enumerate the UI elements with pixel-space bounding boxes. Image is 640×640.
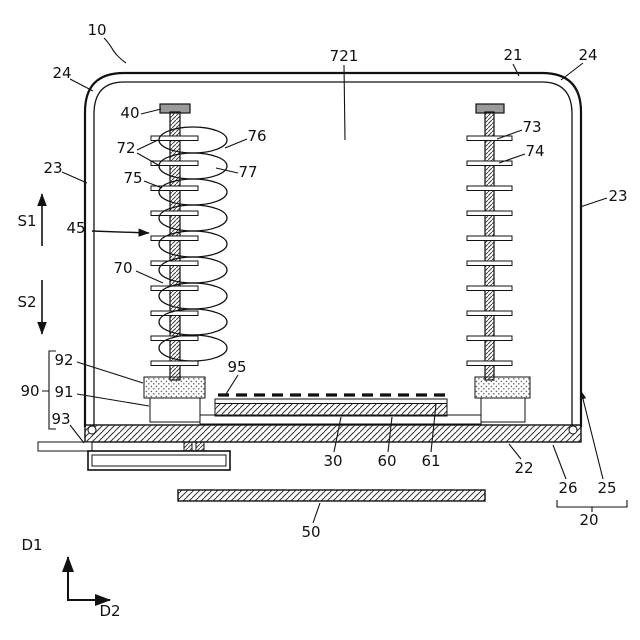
leader-10 (103, 37, 127, 64)
reference-labels: 10 721 21 24 24 40 76 72 77 75 73 74 23 … (17, 21, 627, 620)
leader-91 (76, 393, 150, 407)
label-92: 92 (54, 351, 73, 369)
label-40: 40 (120, 104, 139, 122)
label-d2: D2 (99, 602, 120, 620)
direction-indicators (37, 193, 150, 606)
right-fins (466, 135, 513, 366)
label-20: 20 (579, 511, 598, 529)
label-25: 25 (597, 479, 616, 497)
left-fins (150, 135, 199, 366)
label-70: 70 (113, 259, 132, 277)
leader-23-right (579, 197, 608, 208)
leader-25 (579, 390, 604, 480)
label-60: 60 (377, 452, 396, 470)
leader-61 (430, 403, 437, 453)
leader-21 (512, 63, 520, 77)
base-assembly (37, 424, 582, 502)
leader-73 (496, 129, 523, 140)
leader-23-left (61, 171, 88, 184)
label-s2: S2 (17, 293, 36, 311)
label-77: 77 (238, 163, 257, 181)
label-91: 91 (54, 383, 73, 401)
susceptor (214, 403, 448, 417)
label-d1: D1 (21, 536, 42, 554)
chamber-inner-wall (93, 81, 573, 427)
label-30: 30 (323, 452, 342, 470)
leader-95 (225, 374, 239, 395)
right-support-block (474, 376, 531, 399)
label-23-left: 23 (43, 159, 62, 177)
leader-92 (76, 361, 144, 384)
leader-22 (508, 443, 522, 460)
lower-bar-50 (177, 489, 486, 502)
leader-lines (42, 37, 628, 524)
label-73: 73 (522, 118, 541, 136)
label-721: 721 (330, 47, 359, 65)
label-s1: S1 (17, 212, 36, 230)
leader-70 (135, 270, 164, 284)
label-74: 74 (525, 142, 544, 160)
lower-box-inner (91, 454, 227, 467)
leader-74 (498, 153, 526, 164)
coil-spring (158, 126, 228, 362)
label-95: 95 (227, 358, 246, 376)
leader-60 (387, 416, 393, 453)
label-75: 75 (123, 169, 142, 187)
leader-93 (69, 424, 85, 444)
left-lower-block (149, 397, 201, 423)
label-22: 22 (514, 459, 533, 477)
leader-40 (140, 108, 162, 115)
left-bolt (87, 425, 97, 435)
label-76: 76 (247, 127, 266, 145)
leader-24-left (69, 78, 94, 92)
bracket-90 (42, 350, 56, 430)
label-21: 21 (503, 46, 522, 64)
left-support-block (143, 376, 206, 399)
label-93: 93 (51, 410, 70, 428)
thin-layer (214, 398, 448, 404)
leader-26 (552, 444, 567, 480)
label-10: 10 (87, 21, 106, 39)
label-45-arrow (91, 228, 150, 237)
label-45: 45 (66, 219, 85, 237)
left-shaft-assembly (150, 103, 228, 381)
label-24-right: 24 (578, 46, 597, 64)
leader-50 (312, 502, 321, 524)
chamber-housing (83, 71, 583, 427)
leader-75 (143, 180, 163, 189)
leader-30 (333, 416, 342, 453)
left-arm-bar (37, 441, 93, 452)
bracket-20 (556, 500, 628, 512)
base-plate (84, 424, 582, 443)
leader-77 (215, 167, 239, 174)
label-23-right: 23 (608, 187, 627, 205)
label-26: 26 (558, 479, 577, 497)
label-50: 50 (301, 523, 320, 541)
label-72: 72 (116, 139, 135, 157)
leader-76 (224, 138, 248, 149)
label-24-left: 24 (52, 64, 71, 82)
leader-24-right (560, 62, 584, 81)
label-61: 61 (421, 452, 440, 470)
leader-72a (136, 139, 159, 151)
label-90: 90 (20, 382, 39, 400)
leader-721 (343, 64, 346, 141)
leader-72b (136, 152, 161, 167)
right-lower-block (480, 397, 526, 423)
right-bolt (568, 425, 578, 435)
